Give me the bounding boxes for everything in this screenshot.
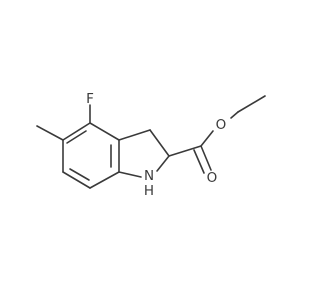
bond-c-o-double-2 <box>193 149 205 174</box>
bond-c3a-c4 <box>89 122 120 141</box>
bond-c3a-c3 <box>118 129 151 141</box>
bond-c-o-ester <box>200 130 214 147</box>
bond-c-o-double-1 <box>200 145 212 171</box>
bond-c2-ccarbonyl <box>168 145 202 157</box>
bond-c4-c5-inner <box>66 130 87 144</box>
substituents <box>36 104 91 141</box>
carbonyl-oxygen-label: O <box>207 170 218 186</box>
ester-oxygen-label: O <box>216 117 227 133</box>
benzene-ring <box>62 122 120 189</box>
bond-c2-n1 <box>156 155 170 172</box>
molecule-diagram: F O O N H <box>36 91 266 199</box>
bond-n1-c7a <box>118 171 142 178</box>
fluorine-label: F <box>86 91 94 107</box>
bond-c3-c2 <box>149 129 170 157</box>
nitrogen-label: N <box>144 168 154 184</box>
bond-c5-methyl <box>36 125 64 141</box>
pyrrolidine-ring <box>118 129 170 178</box>
nitrogen-hydrogen-label: H <box>144 183 154 199</box>
bond-c6-c7-inner <box>69 168 90 181</box>
bond-c4-c5 <box>62 122 91 141</box>
ester-group <box>168 95 266 174</box>
bond-c7-c7a <box>89 171 120 189</box>
bond-o-ch2 <box>230 111 239 119</box>
bond-c6-c7 <box>62 171 91 189</box>
bond-ch2-ch3 <box>237 95 266 113</box>
